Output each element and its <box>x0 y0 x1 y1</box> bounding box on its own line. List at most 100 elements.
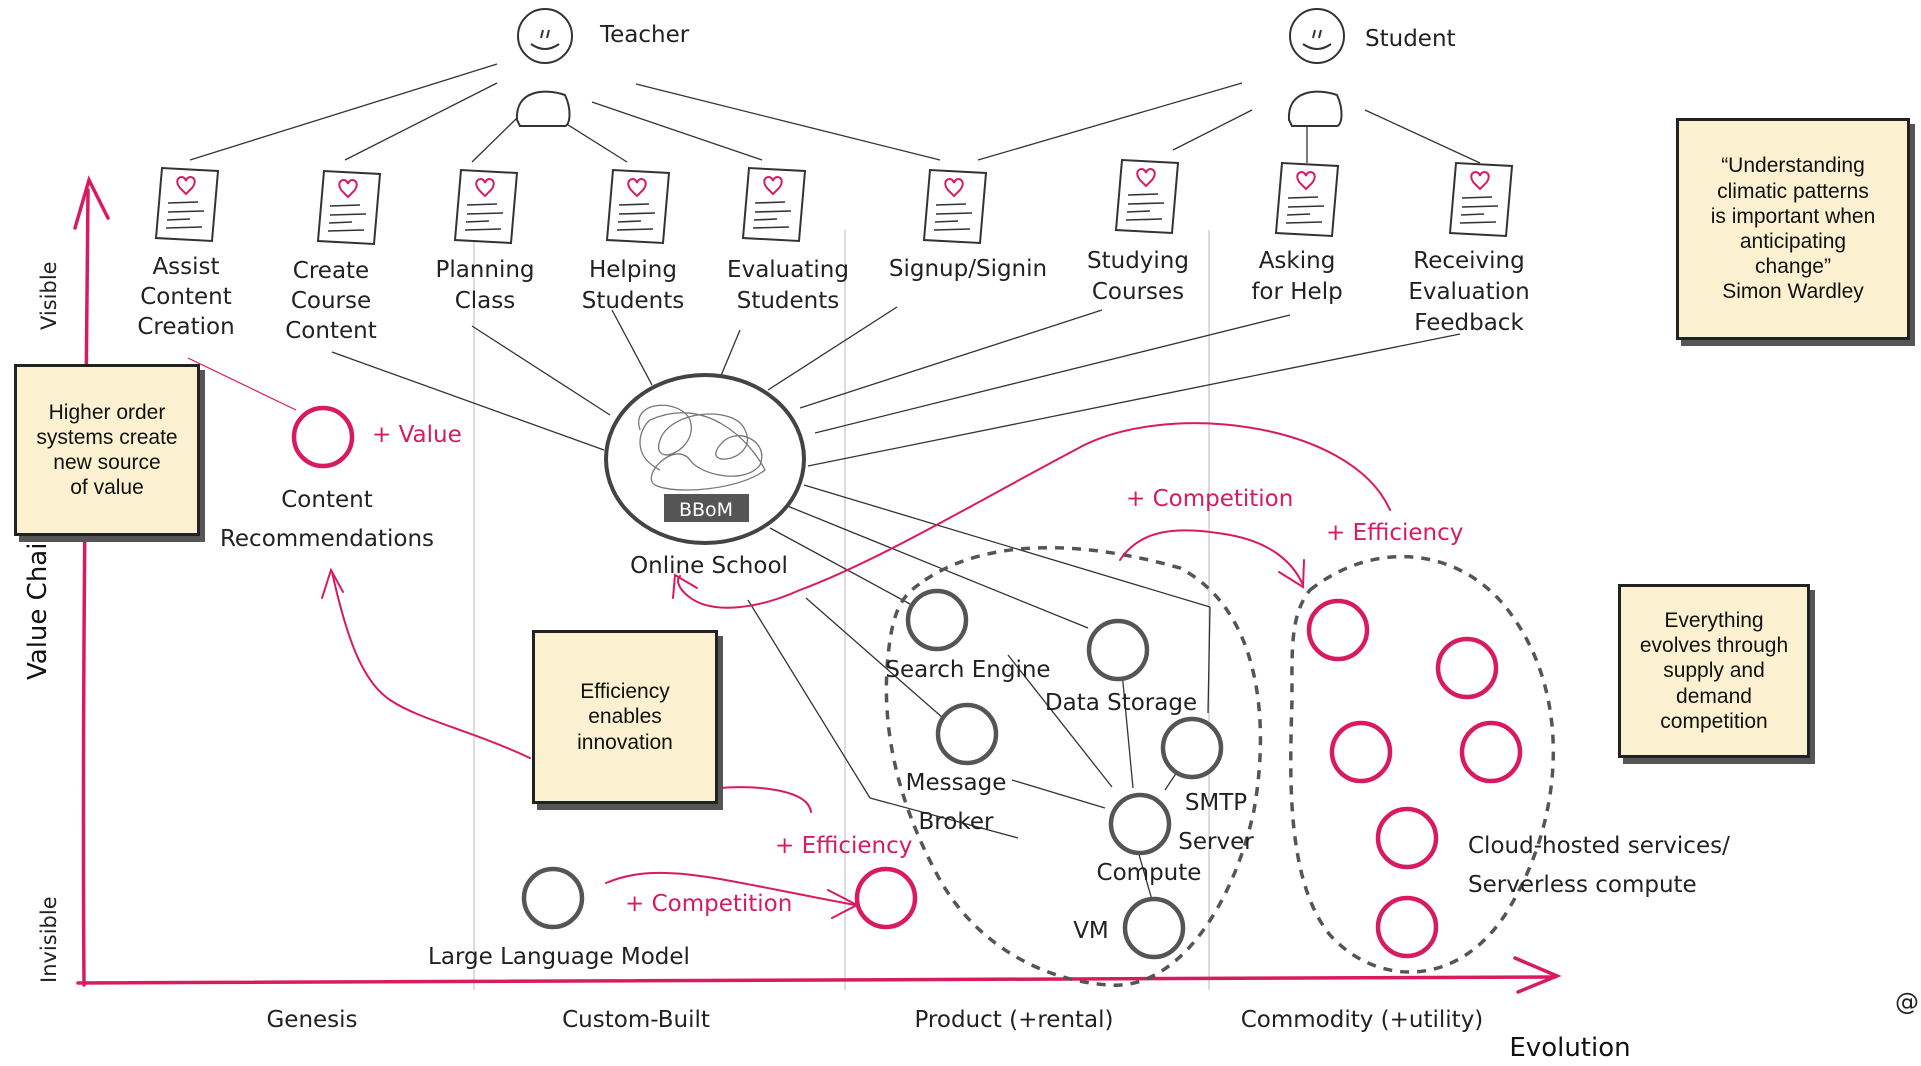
need-document-icon <box>316 169 382 246</box>
compute-node <box>1108 792 1172 856</box>
student-smile <box>1302 43 1332 50</box>
smtp-server-node <box>1160 716 1224 780</box>
need-document-icon <box>741 166 807 243</box>
teacher-body <box>515 90 571 127</box>
efficiency-annotation-2: + Efficiency <box>1326 520 1463 546</box>
note-everything-evolves: Everything evolves through supply and de… <box>1618 584 1810 758</box>
big-ball-of-mud-icon <box>638 404 766 491</box>
teacher-label: Teacher <box>599 22 690 48</box>
flow-arrow-competition-1 <box>605 871 856 906</box>
x-axis-line <box>76 975 1557 985</box>
y-axis-line <box>81 188 90 987</box>
flow-arrow-value-head <box>321 567 344 599</box>
cloud-service-node-3 <box>1329 720 1393 784</box>
teacher-smile <box>530 43 560 50</box>
cloud-services-label: Cloud-hosted services/Serverless compute <box>1468 833 1730 898</box>
product-cluster-outline <box>884 545 1263 987</box>
clusters <box>884 545 1556 987</box>
stage-custom-built-label: Custom-Built <box>562 1007 710 1033</box>
vm-node <box>1122 896 1186 960</box>
connectors <box>187 63 1481 901</box>
cloud-service-node-5 <box>1375 806 1439 870</box>
note-wardley-quote: “Understanding climatic patterns is impo… <box>1676 118 1910 340</box>
flow-arrow-competition-2 <box>1119 529 1304 586</box>
competition-annotation-2: + Competition <box>1126 486 1293 512</box>
cloud-service-node-1 <box>1306 598 1370 662</box>
commodity-cluster-outline <box>1289 554 1556 974</box>
need-icons <box>154 158 1514 246</box>
online-school-node: BBoM <box>604 373 806 545</box>
evolved-nodes <box>291 405 1523 959</box>
need-label-signup-signin: Signup/Signin <box>889 256 1047 282</box>
flow-arrow-competition-2-head <box>1278 559 1305 589</box>
need-document-icon <box>922 168 988 245</box>
stage-genesis-label: Genesis <box>266 1007 357 1033</box>
cloud-service-node-6 <box>1375 895 1439 959</box>
need-document-icon <box>1274 161 1340 238</box>
online-school-label: Online School <box>630 553 788 579</box>
flow-arrow-efficiency-1 <box>717 786 812 813</box>
student-body <box>1287 90 1343 127</box>
y-axis-arrowhead <box>73 175 110 230</box>
need-document-icon <box>605 168 671 245</box>
bbom-badge <box>664 494 749 522</box>
value-annotation: + Value <box>372 422 462 448</box>
stage-product-label: Product (+rental) <box>914 1007 1113 1033</box>
teacher-actor <box>515 8 573 127</box>
student-head <box>1289 8 1345 64</box>
teacher-eyes <box>540 29 550 39</box>
need-document-icon <box>1114 158 1180 235</box>
need-document-icon <box>1448 161 1514 238</box>
y-axis-visible-label: Visible <box>37 261 61 330</box>
evolved-llm-node <box>854 866 918 930</box>
note-higher-order-systems: Higher order systems create new source o… <box>14 364 200 536</box>
x-axis-title: Evolution <box>1509 1033 1630 1062</box>
stage-commodity-label: Commodity (+utility) <box>1241 1007 1484 1033</box>
data-storage-node <box>1086 618 1150 682</box>
llm-label: Large Language Model <box>428 944 690 970</box>
note-efficiency-enables-innovation: Efficiency enables innovation <box>532 630 718 804</box>
x-axis-arrowhead <box>1513 956 1562 994</box>
cloud-service-node-4 <box>1459 720 1523 784</box>
compute-label: Compute <box>1097 860 1202 886</box>
llm-node <box>521 866 585 930</box>
credit-text: @ <box>1895 988 1919 1016</box>
data-storage-label: Data Storage <box>1045 690 1197 716</box>
vm-label: VM <box>1073 918 1109 944</box>
need-document-icon <box>154 166 220 243</box>
teacher-head <box>517 8 573 64</box>
student-actor <box>1287 8 1345 127</box>
content-recommendations-node <box>291 405 355 469</box>
efficiency-annotation-1: + Efficiency <box>775 833 912 859</box>
flow-arrow-efficiency-2 <box>677 422 1391 609</box>
student-label: Student <box>1365 26 1456 52</box>
student-eyes <box>1312 29 1322 39</box>
need-document-icon <box>453 168 519 245</box>
y-axis-title: Value Chai <box>23 543 53 680</box>
bbom-badge-label: BBoM <box>679 499 733 521</box>
flow-arrows <box>321 422 1391 919</box>
search-engine-node <box>905 588 969 652</box>
competition-annotation-1: + Competition <box>625 891 792 917</box>
online-school-ellipse <box>604 373 806 545</box>
flow-arrow-value <box>331 571 531 759</box>
flow-arrow-efficiency-2-head <box>672 573 698 599</box>
component-nodes <box>521 588 1224 960</box>
search-engine-label: Search Engine <box>885 657 1050 683</box>
cloud-service-node-2 <box>1435 636 1499 700</box>
y-axis-invisible-label: Invisible <box>37 896 61 983</box>
